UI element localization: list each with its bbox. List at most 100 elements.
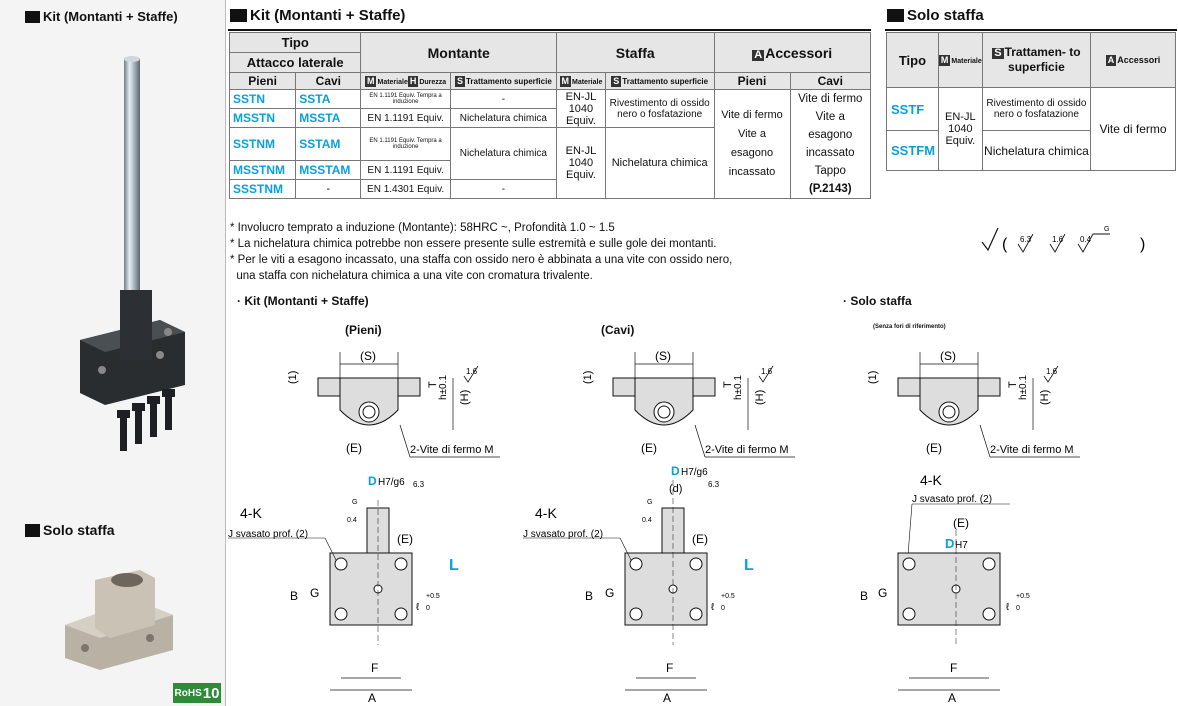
- section-marker-icon: [25, 523, 40, 537]
- part-number: SSTA: [295, 89, 362, 109]
- svg-text:h±0.1: h±0.1: [733, 375, 744, 400]
- section-marker-icon: [887, 9, 904, 22]
- montante-material: EN 1.1191 Equiv.: [360, 160, 451, 180]
- svg-text:B: B: [585, 589, 593, 603]
- svg-text:ℓ: ℓ: [416, 602, 420, 613]
- solo-material: EN-JL 1040 Equiv.: [937, 87, 983, 171]
- svg-text:ℓ: ℓ: [711, 602, 715, 613]
- svg-text:(S): (S): [655, 349, 671, 363]
- svg-text:J svasato prof. (2): J svasato prof. (2): [523, 529, 603, 540]
- svg-text:6.3: 6.3: [1020, 235, 1032, 244]
- staffa-material: EN-JL 1040 Equiv.: [556, 127, 606, 199]
- svg-text:ℓ: ℓ: [1006, 602, 1010, 613]
- title-rule: [228, 29, 871, 31]
- svg-text:F: F: [666, 661, 673, 675]
- staffa-material: EN-JL 1040 Equiv.: [556, 89, 606, 128]
- svg-text:(E): (E): [926, 441, 942, 455]
- part-number: SSTAM: [295, 127, 362, 161]
- montante-material: EN 1.1191 Equiv. Tempra a induzione: [360, 127, 451, 161]
- header-acc-pieni: Pieni: [713, 72, 791, 90]
- header-staffa: Staffa: [556, 32, 715, 73]
- drawing-pieni: (S) (1) T h±0.1 (H) 1.6 (E) 2-Vite di fe…: [228, 349, 500, 705]
- svg-text:L: L: [744, 557, 754, 574]
- header-montante: Montante: [360, 32, 557, 73]
- montante-material: EN 1.1191 Equiv.: [360, 108, 451, 128]
- svg-text:(H): (H): [459, 390, 471, 405]
- solo-section-title: Solo staffa: [25, 522, 115, 538]
- note-line: * Involucro temprato a induzione (Montan…: [230, 222, 615, 234]
- part-number: SSTNM: [228, 127, 297, 161]
- svg-text:4-K: 4-K: [920, 472, 942, 488]
- part-number: MSSTNM: [228, 160, 297, 180]
- svg-text:1.6: 1.6: [1052, 235, 1064, 244]
- svg-text:T: T: [1007, 381, 1019, 388]
- header-attacco: Attacco laterale: [228, 52, 362, 73]
- montante-treatment: -: [449, 179, 558, 199]
- part-number: MSSTN: [228, 108, 297, 128]
- kit-section-title: Kit (Montanti + Staffe): [25, 9, 178, 24]
- svg-text:2-Vite di fermo M: 2-Vite di fermo M: [990, 444, 1074, 456]
- header-cavi: Cavi: [295, 72, 362, 90]
- staffa-treatment: Nichelatura chimica: [604, 127, 715, 199]
- svg-text:0: 0: [426, 605, 430, 612]
- svg-text:(S): (S): [940, 349, 956, 363]
- note-line: * La nichelatura chimica potrebbe non es…: [230, 238, 717, 250]
- svg-text:(S): (S): [360, 349, 376, 363]
- solo-drawing-heading: · Solo staffa: [843, 294, 912, 308]
- svg-text:G: G: [352, 499, 357, 506]
- note-line: una staffa con nichelatura chimica a una…: [230, 270, 593, 282]
- svg-text:4-K: 4-K: [240, 505, 262, 521]
- note-line: * Per le viti a esagono incassato, una s…: [230, 254, 733, 266]
- svg-text:G: G: [647, 499, 652, 506]
- svg-text:(E): (E): [692, 532, 708, 546]
- svg-text:F: F: [950, 661, 957, 675]
- solo-treatment: Nichelatura chimica: [981, 130, 1092, 171]
- svg-text:+0.5: +0.5: [426, 593, 440, 600]
- svg-text:(1): (1): [867, 371, 879, 384]
- svg-text:1.6: 1.6: [761, 367, 773, 376]
- svg-text:1.6: 1.6: [1046, 367, 1058, 376]
- left-panel: Kit (Montanti + Staffe) Solo staffa: [0, 0, 226, 706]
- solo-table-title: Solo staffa: [887, 7, 984, 24]
- header-pieni: Pieni: [228, 72, 297, 90]
- svg-text:h±0.1: h±0.1: [1018, 375, 1029, 400]
- part-number: SSTFM: [886, 130, 939, 171]
- svg-text:6.3: 6.3: [413, 480, 425, 489]
- svg-text:G: G: [310, 586, 319, 600]
- svg-text:4-K: 4-K: [535, 505, 557, 521]
- svg-text:J svasato prof. (2): J svasato prof. (2): [228, 529, 308, 540]
- top-view: D H7/g6 4-K J svasato prof. (2) (E) 6.3 …: [228, 474, 459, 705]
- drawing-solo: (S) (1) T h±0.1 (H) 1.6 (E) 2-Vite di fe…: [860, 349, 1080, 705]
- svg-text:T: T: [427, 381, 439, 388]
- drawing-cavi: (S) (1) T h±0.1 (H) 1.6 (E) 2-Vite di fe…: [523, 349, 795, 705]
- kit-drawing-heading: · Kit (Montanti + Staffe): [237, 294, 369, 308]
- cavi-heading: (Cavi): [601, 323, 635, 337]
- svg-text:G: G: [605, 586, 614, 600]
- svg-text:D: D: [368, 474, 377, 488]
- svg-text:H7/g6: H7/g6: [378, 477, 405, 488]
- svg-text:+0.5: +0.5: [1016, 593, 1030, 600]
- senza-heading: (Senza fori di riferimento): [873, 324, 946, 330]
- part-number: SSSTNM: [228, 179, 297, 199]
- accessori-pieni: Vite di fermo Vite a esagono incassato: [713, 89, 791, 199]
- solo-treatment: Rivestimento di ossido nero o fosfatazio…: [981, 87, 1092, 131]
- svg-text:(1): (1): [582, 371, 594, 384]
- part-number: -: [295, 179, 362, 199]
- svg-text:A: A: [368, 691, 376, 705]
- svg-text:A: A: [663, 691, 671, 705]
- part-number: MSSTAM: [295, 160, 362, 180]
- svg-text:(H): (H): [754, 390, 766, 405]
- montante-treatment: Nichelatura chimica: [449, 108, 558, 128]
- svg-text:(1): (1): [287, 371, 299, 384]
- svg-text:2-Vite di fermo M: 2-Vite di fermo M: [705, 444, 789, 456]
- header-tipo: Tipo: [886, 32, 939, 88]
- svg-text:L: L: [449, 557, 459, 574]
- svg-text:0: 0: [1016, 605, 1020, 612]
- side-view: (S) (1) T h±0.1 (H) 1.6 (E) 2-Vite di fe…: [287, 349, 500, 458]
- svg-text:2-Vite di fermo M: 2-Vite di fermo M: [410, 444, 494, 456]
